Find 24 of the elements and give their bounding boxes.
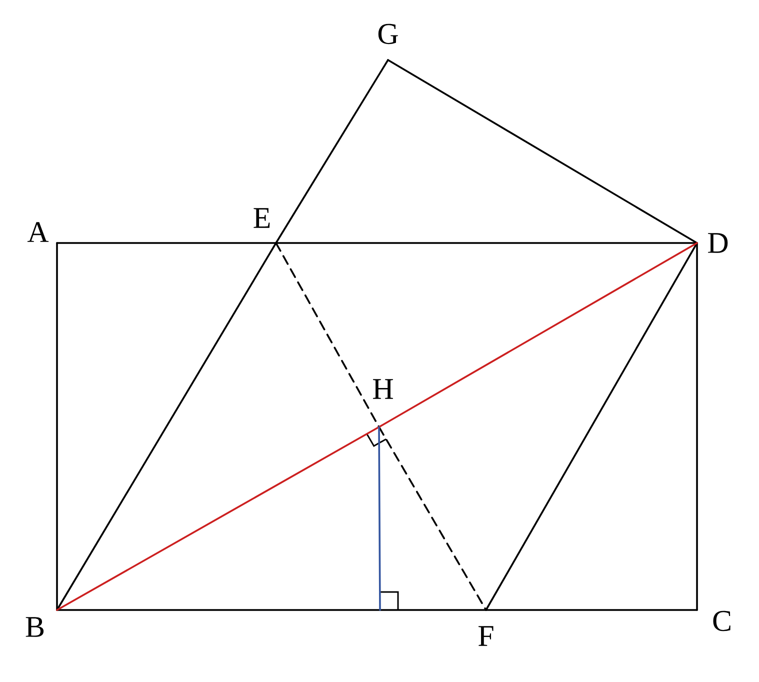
point-label: C [713, 610, 730, 632]
line-segment [56, 242, 277, 244]
right-angle-mark [380, 591, 399, 610]
point-label: E [254, 208, 270, 228]
line-segment [378, 426, 487, 611]
line-segment [387, 59, 698, 244]
point-label: D [708, 233, 728, 253]
line-segment [275, 242, 380, 428]
line-segment [56, 242, 277, 611]
line-segment [56, 242, 58, 611]
point-label: F [478, 626, 494, 646]
point-label: A [27, 222, 49, 242]
line-segment [56, 426, 380, 611]
line-segment [696, 242, 698, 611]
line-segment [56, 609, 487, 611]
line-segment [485, 609, 698, 611]
point-label: B [26, 617, 44, 637]
line-segment [275, 59, 389, 244]
point-label: H [373, 379, 393, 399]
line-segment [485, 242, 698, 611]
line-segment [378, 426, 381, 611]
line-segment [378, 242, 698, 428]
line-segment [275, 242, 698, 244]
point-label: G [378, 24, 398, 44]
